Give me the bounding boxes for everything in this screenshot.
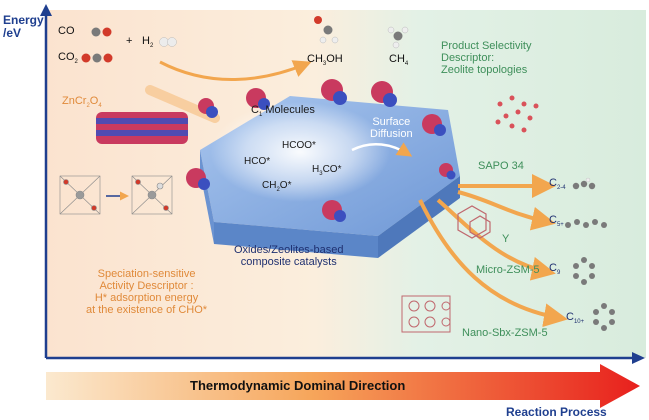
methane-molecule-icon bbox=[387, 26, 409, 49]
plus-sign: + bbox=[126, 35, 133, 47]
hcoo-label: HCOO* bbox=[282, 140, 316, 151]
activity-descriptor: Speciation-sensitive Activity Descriptor… bbox=[86, 268, 207, 316]
methanol-label: CH3OH bbox=[307, 53, 343, 68]
composite-line1: Oxides/Zeolites-based bbox=[234, 244, 344, 256]
thermodynamic-direction-label: Thermodynamic Dominal Direction bbox=[190, 378, 406, 393]
oxide-cluster-icon bbox=[322, 200, 346, 222]
y-zeolite-arrow bbox=[457, 190, 556, 231]
zncr2o4-label: ZnCr2O4 bbox=[62, 95, 102, 110]
y-axis-label-line1: Energy bbox=[3, 13, 44, 27]
selectivity-line2: Descriptor: bbox=[441, 52, 495, 65]
composite-catalyst-label: Oxides/Zeolites-based composite catalyst… bbox=[234, 244, 343, 268]
oxide-cluster-icon bbox=[321, 79, 347, 105]
co2-molecule-icon bbox=[81, 53, 113, 63]
nano-zsm5-label: Nano-Sbx-ZSM-5 bbox=[462, 327, 548, 339]
zncr2o4-crystal-icon bbox=[96, 112, 188, 144]
thermodynamic-direction-arrow bbox=[46, 364, 640, 408]
composite-line2: composite catalysts bbox=[240, 256, 337, 269]
crystal-structure-small-icon bbox=[59, 175, 101, 215]
c9-label: C9 bbox=[549, 262, 561, 277]
co-label: CO bbox=[58, 25, 75, 37]
methane-label: CH4 bbox=[389, 53, 409, 68]
nano-zsm5-arrow bbox=[418, 199, 568, 328]
y-axis-label-line2: /eV bbox=[3, 26, 22, 41]
h2-molecule-icon bbox=[159, 37, 177, 47]
reactant-to-methanol-arrow bbox=[159, 60, 312, 82]
surface-diffusion-label: Surface Diffusion bbox=[370, 116, 413, 140]
selectivity-line1: Product Selectivity bbox=[441, 40, 532, 52]
y-zeolite-framework-icon bbox=[457, 205, 491, 239]
surface-diffusion-arrow bbox=[351, 142, 413, 157]
oxide-cluster-icon bbox=[246, 88, 270, 110]
zsm5-framework-icon bbox=[401, 295, 451, 333]
activity-line1: Speciation-sensitive bbox=[97, 268, 196, 280]
co-molecule-icon bbox=[91, 27, 112, 37]
h2-label: H2 bbox=[142, 35, 154, 50]
h3co-label: H3CO* bbox=[312, 164, 342, 177]
y-axis-label: Energy /eV bbox=[3, 13, 44, 41]
sapo34-label: SAPO 34 bbox=[478, 160, 524, 172]
y-zeolite-label: Y bbox=[502, 233, 510, 245]
selectivity-line3: Zeolite topologies bbox=[441, 64, 528, 77]
ch2o-label: CH2O* bbox=[262, 180, 292, 193]
oxide-cluster-icon bbox=[186, 168, 210, 190]
surface-diffusion-line1: Surface bbox=[372, 116, 411, 128]
c2-4-label: C2-4 bbox=[549, 177, 566, 192]
activity-line2: Activity Descriptor : bbox=[99, 280, 194, 293]
oxide-cluster-icon bbox=[198, 98, 218, 118]
crystal-structure-doped-icon bbox=[131, 175, 173, 215]
oxide-cluster-icon bbox=[439, 163, 456, 180]
micro-zsm5-label: Micro-ZSM-5 bbox=[476, 264, 540, 276]
x-axis-label: Reaction Process bbox=[506, 405, 607, 419]
activity-line3: H* adsorption energy bbox=[94, 292, 199, 305]
selectivity-descriptor: Product Selectivity Descriptor: Zeolite … bbox=[441, 40, 531, 76]
c2-4-molecule-icon bbox=[572, 177, 596, 190]
y-axis-arrow bbox=[40, 4, 52, 16]
c10-label: C10+ bbox=[566, 311, 585, 326]
c10-molecule-icon bbox=[593, 303, 615, 331]
oxide-cluster-icon bbox=[422, 114, 446, 136]
c5-label: C5+ bbox=[549, 214, 564, 229]
zeolite-topology-network-icon bbox=[495, 95, 539, 133]
hco-label: HCO* bbox=[244, 156, 271, 167]
activity-line4: at the existence of CHO* bbox=[86, 304, 208, 317]
x-axis-arrow bbox=[632, 352, 645, 364]
c5-molecule-icon bbox=[565, 219, 607, 228]
surface-diffusion-line2: Diffusion bbox=[370, 128, 413, 141]
surface-glow bbox=[210, 102, 390, 202]
c1-molecules-label: C1 Molecules bbox=[251, 104, 315, 119]
c9-molecule-icon bbox=[573, 257, 595, 285]
micro-zsm5-arrow bbox=[436, 198, 556, 281]
oxide-cluster-icon bbox=[371, 81, 397, 107]
methanol-molecule-icon bbox=[314, 16, 339, 44]
co2-label: CO2 bbox=[58, 51, 78, 66]
